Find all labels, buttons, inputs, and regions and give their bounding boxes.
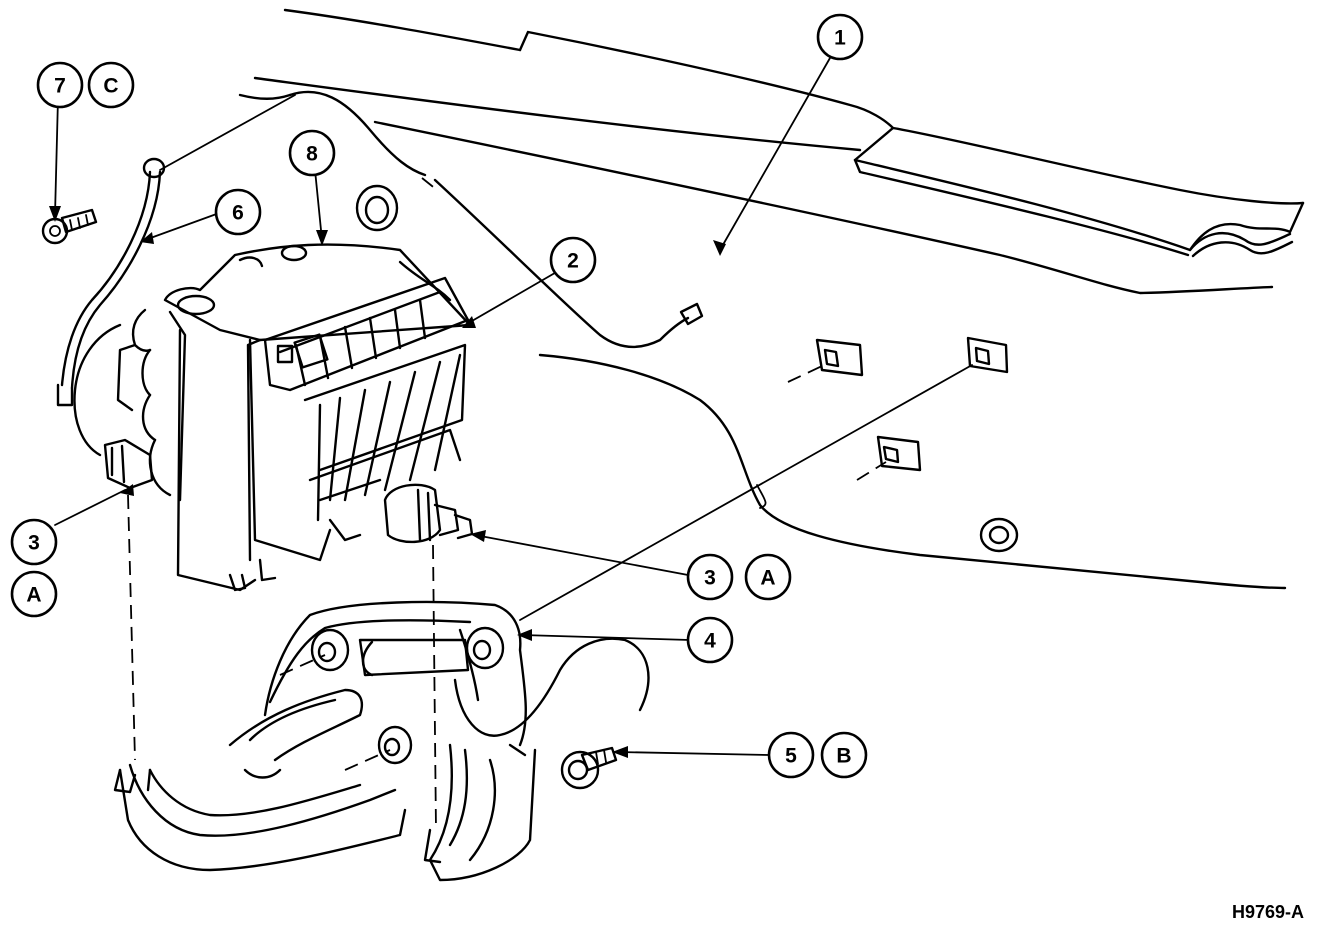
leader-lines [54, 57, 831, 756]
svg-text:3: 3 [28, 532, 40, 555]
callout-3-right: 3 [686, 553, 734, 601]
callout-3-right-ref: A [744, 553, 792, 601]
bracket-bolt [560, 746, 618, 790]
svg-text:8: 8 [306, 143, 318, 166]
svg-text:5: 5 [785, 745, 797, 768]
svg-text:7: 7 [54, 75, 66, 98]
svg-text:C: C [103, 75, 118, 98]
callout-5-ref: B [820, 731, 868, 779]
svg-text:A: A [760, 567, 775, 590]
svg-text:2: 2 [567, 250, 579, 273]
svg-text:B: B [836, 745, 851, 768]
callout-6: 6 [214, 188, 262, 236]
callout-7: 7 [36, 61, 84, 109]
callout-3-left: 3 [10, 518, 58, 566]
ground-screw [41, 208, 98, 245]
arrowheads [49, 206, 726, 758]
clip-nuts [787, 336, 1009, 481]
svg-text:3: 3 [704, 567, 716, 590]
svg-text:1: 1 [834, 27, 846, 50]
callout-8: 8 [288, 129, 336, 177]
callout-7-ref: C [87, 61, 135, 109]
svg-text:4: 4 [704, 630, 716, 653]
alignment-lines [127, 364, 973, 831]
callout-5: 5 [767, 731, 815, 779]
callout-2: 2 [549, 236, 597, 284]
mounting-bracket [113, 600, 650, 882]
callout-3-left-ref: A [10, 570, 58, 618]
body-panel [238, 8, 1305, 590]
callout-1: 1 [816, 13, 864, 61]
figure-id-label: H9769-A [1232, 902, 1305, 922]
abs-module [73, 243, 474, 592]
svg-text:A: A [26, 584, 41, 607]
ground-wire [56, 157, 166, 407]
svg-text:6: 6 [232, 202, 244, 225]
callout-4: 4 [686, 616, 734, 664]
